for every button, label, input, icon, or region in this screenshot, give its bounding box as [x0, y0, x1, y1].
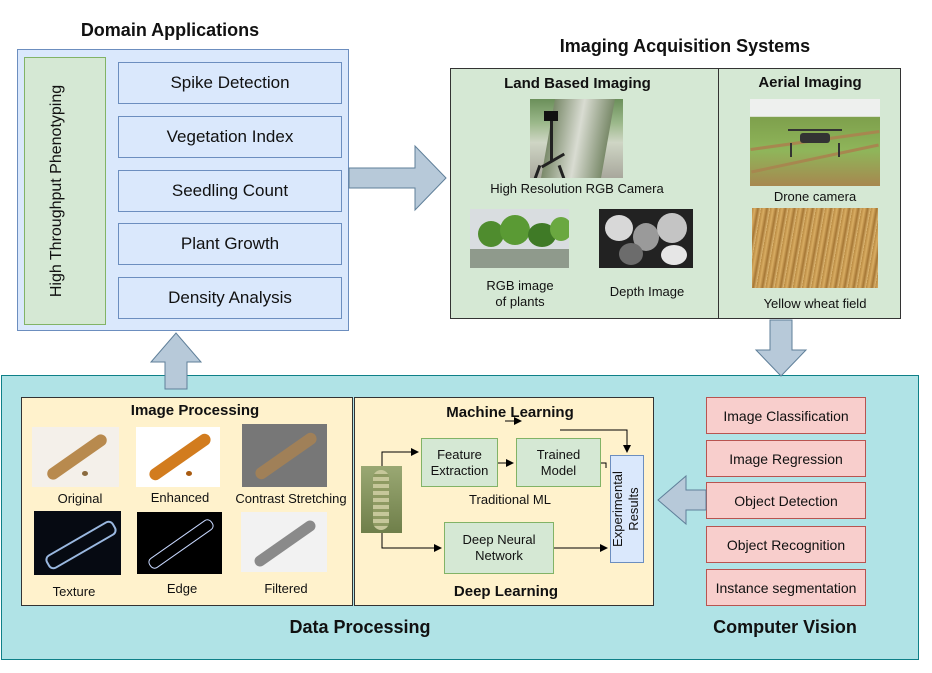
depth-image-photo [599, 209, 693, 268]
aerial-imaging-title: Aerial Imaging [758, 74, 862, 91]
wheat-field-caption: Yellow wheat field [763, 296, 867, 311]
contrast-stretching-thumbnail [242, 424, 327, 487]
rgb-plants-caption: RGB image of plants [466, 278, 574, 310]
connector-spike-to-dnn [381, 533, 442, 552]
arrow-domain-to-imaging [348, 144, 447, 212]
texture-label: Texture [52, 584, 96, 599]
plant-growth-item: Plant Growth [118, 223, 342, 265]
rgb-camera-caption: High Resolution RGB Camera [490, 181, 664, 196]
feature-extraction-line2: Extraction [430, 462, 489, 478]
instance-segmentation-item: Instance segmentation [706, 569, 866, 606]
original-thumbnail [32, 427, 119, 487]
contrast-stretching-label: Contrast Stretching [235, 491, 347, 506]
feature-extraction-line1: Feature [437, 446, 482, 462]
object-recognition-item: Object Recognition [706, 526, 866, 563]
rgb-camera-photo [530, 99, 623, 178]
land-imaging-title: Land Based Imaging [504, 75, 651, 92]
edge-label: Edge [166, 581, 198, 596]
texture-thumbnail [34, 511, 121, 575]
imaging-title: Imaging Acquisition Systems [559, 36, 811, 56]
vegetation-index-item: Vegetation Index [118, 116, 342, 158]
arrow-processing-to-domain [149, 332, 203, 390]
edge-thumbnail [137, 512, 222, 574]
deep-learning-title: Deep Learning [453, 583, 559, 600]
enhanced-label: Enhanced [150, 490, 210, 505]
connector-spike-to-feature [381, 448, 419, 466]
rgb-plants-caption-line1: RGB image [486, 278, 554, 293]
wheat-field-photo [752, 208, 878, 288]
image-classification-item: Image Classification [706, 397, 866, 434]
data-processing-title: Data Processing [289, 617, 431, 637]
seedling-count-item: Seedling Count [118, 170, 342, 212]
object-detection-item: Object Detection [706, 482, 866, 519]
depth-image-caption: Depth Image [609, 284, 685, 299]
drone-caption: Drone camera [773, 189, 857, 204]
rgb-plants-photo [470, 209, 569, 268]
domain-applications-title: Domain Applications [80, 20, 260, 40]
arrow-imaging-to-vision [754, 319, 808, 377]
traditional-ml-label: Traditional ML [469, 492, 551, 507]
spike-detection-item: Spike Detection [118, 62, 342, 104]
filtered-thumbnail [241, 512, 327, 572]
machine-learning-panel [354, 397, 654, 606]
trained-model-line1: Trained [536, 446, 581, 462]
filtered-label: Filtered [264, 581, 308, 596]
experimental-results-box [610, 455, 644, 563]
trained-model-line2: Model [540, 462, 577, 478]
density-analysis-item: Density Analysis [118, 277, 342, 319]
dnn-line2: Network [475, 548, 523, 563]
connector-top-to-results [560, 429, 631, 453]
wheat-spike-photo [361, 466, 402, 533]
original-label: Original [57, 491, 103, 506]
machine-learning-title: Machine Learning [446, 404, 574, 421]
drone-photo [750, 99, 880, 186]
dnn-line1: Deep Neural [462, 532, 536, 547]
phenotyping-box [24, 57, 106, 325]
computer-vision-title: Computer Vision [713, 617, 857, 637]
enhanced-thumbnail [136, 427, 220, 487]
connector-model-to-results [601, 462, 607, 468]
image-regression-item: Image Regression [706, 440, 866, 477]
image-processing-title: Image Processing [130, 402, 260, 419]
arrow-vision-to-processing [657, 474, 707, 526]
rgb-plants-caption-line2: of plants [495, 294, 545, 309]
